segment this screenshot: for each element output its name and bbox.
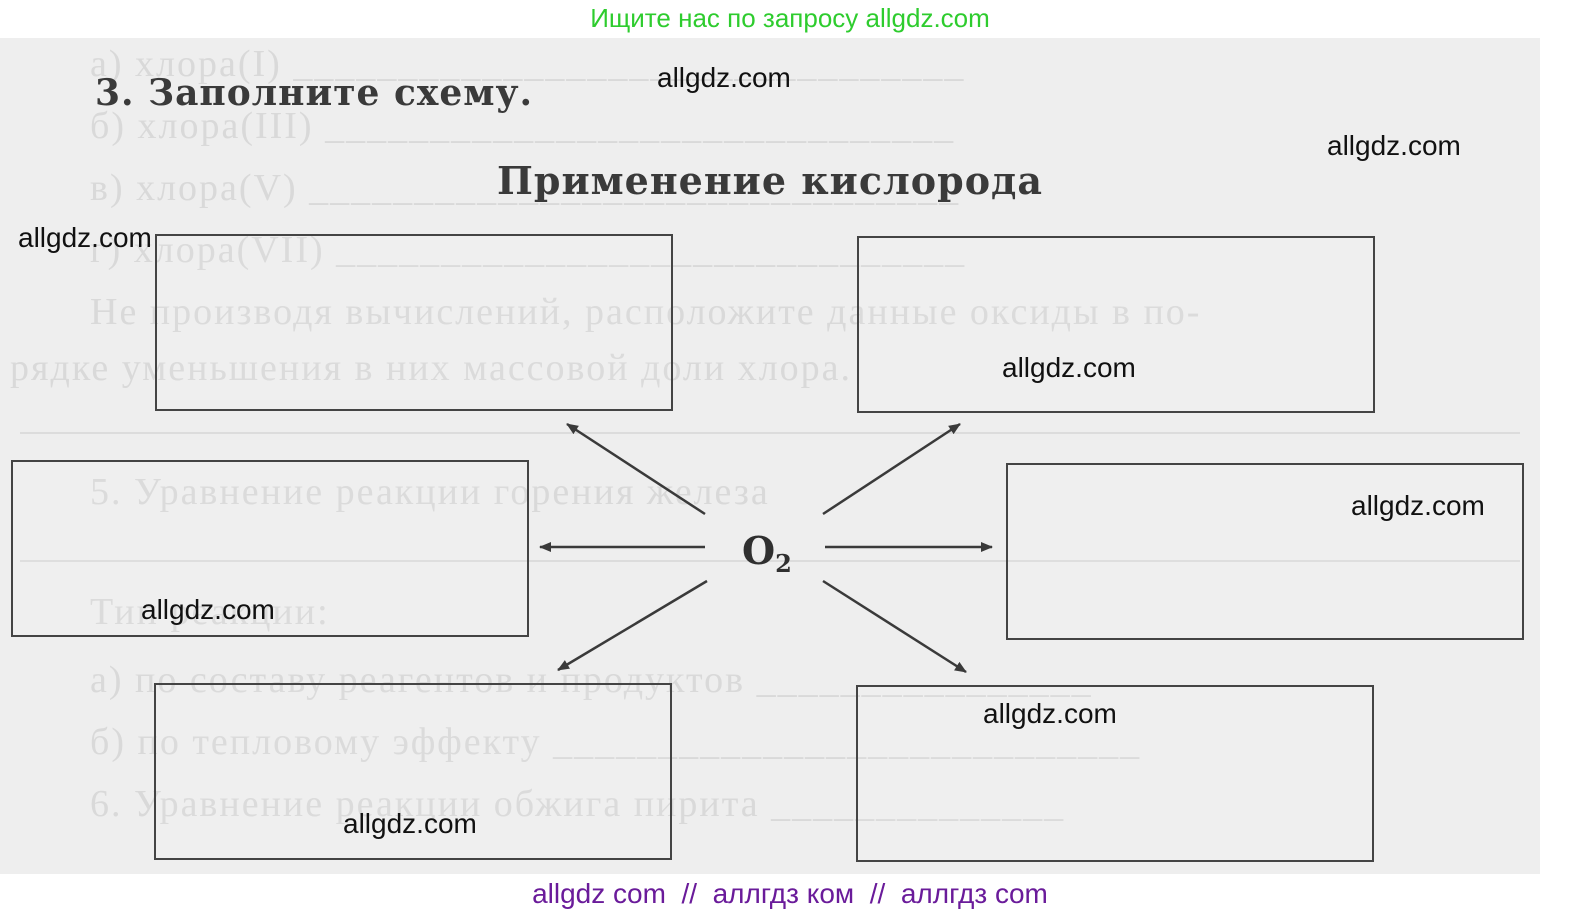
task-heading: 3. Заполните схему.	[95, 72, 534, 114]
oxygen-formula: O2	[742, 528, 792, 578]
scheme-box-middle-left	[11, 460, 529, 637]
bleed-through-text: 6. Уравнение реакции обжига пирита _____…	[90, 783, 1066, 825]
watermark: allgdz.com	[343, 808, 477, 839]
bleed-through-text: Тип реакции:	[90, 591, 330, 633]
scheme-box-middle-right	[1006, 463, 1524, 640]
bleed-through-text: г) хлора(VII) __________________________…	[90, 229, 967, 271]
bottom-banner: allgdz com // аллгдз ком // аллгдз com	[0, 874, 1580, 920]
bleed-through-text: рядке уменьшения в них массовой доли хло…	[10, 347, 853, 389]
bleed-through-line	[20, 560, 1520, 562]
watermark: allgdz.com	[1351, 490, 1485, 521]
arrow-bottom-right	[822, 579, 967, 674]
scheme-title: Применение кислорода	[497, 158, 1043, 203]
watermark: allgdz.com	[983, 698, 1117, 729]
arrows	[539, 422, 993, 674]
watermark: allgdz.com	[657, 62, 791, 93]
scanned-page: а) хлора(I) ____________________________…	[0, 38, 1540, 874]
bleed-through-text: а) хлора(I) ____________________________…	[90, 43, 966, 85]
arrow-top-right	[822, 422, 961, 516]
scheme-box-bottom-left	[154, 683, 672, 860]
bleed-through-text: в) хлора(V) ____________________________…	[90, 167, 961, 209]
watermark: allgdz.com	[1327, 130, 1461, 161]
bleed-through-line	[20, 432, 1520, 434]
scheme-box-bottom-right	[856, 685, 1374, 862]
scheme-box-top-left	[155, 234, 673, 411]
bleed-through-text: 5. Уравнение реакции горения железа	[90, 471, 770, 513]
arrow-bottom-left	[557, 579, 708, 672]
bleed-through-text: б) по тепловому эффекту ________________…	[90, 721, 1142, 763]
watermark: allgdz.com	[141, 594, 275, 625]
bleed-through-text: б) хлора(III) __________________________…	[90, 105, 956, 147]
arrow-top-left	[566, 422, 706, 516]
bleed-through-text: а) по составу реагентов и продуктов ____…	[90, 659, 1093, 701]
top-banner: Ищите нас по запросу allgdz.com	[590, 3, 990, 33]
scheme-box-top-right	[857, 236, 1375, 413]
bleed-through-text: Не производя вычислений, расположите дан…	[90, 291, 1202, 333]
watermark: allgdz.com	[1002, 352, 1136, 383]
watermark: allgdz.com	[18, 222, 152, 253]
